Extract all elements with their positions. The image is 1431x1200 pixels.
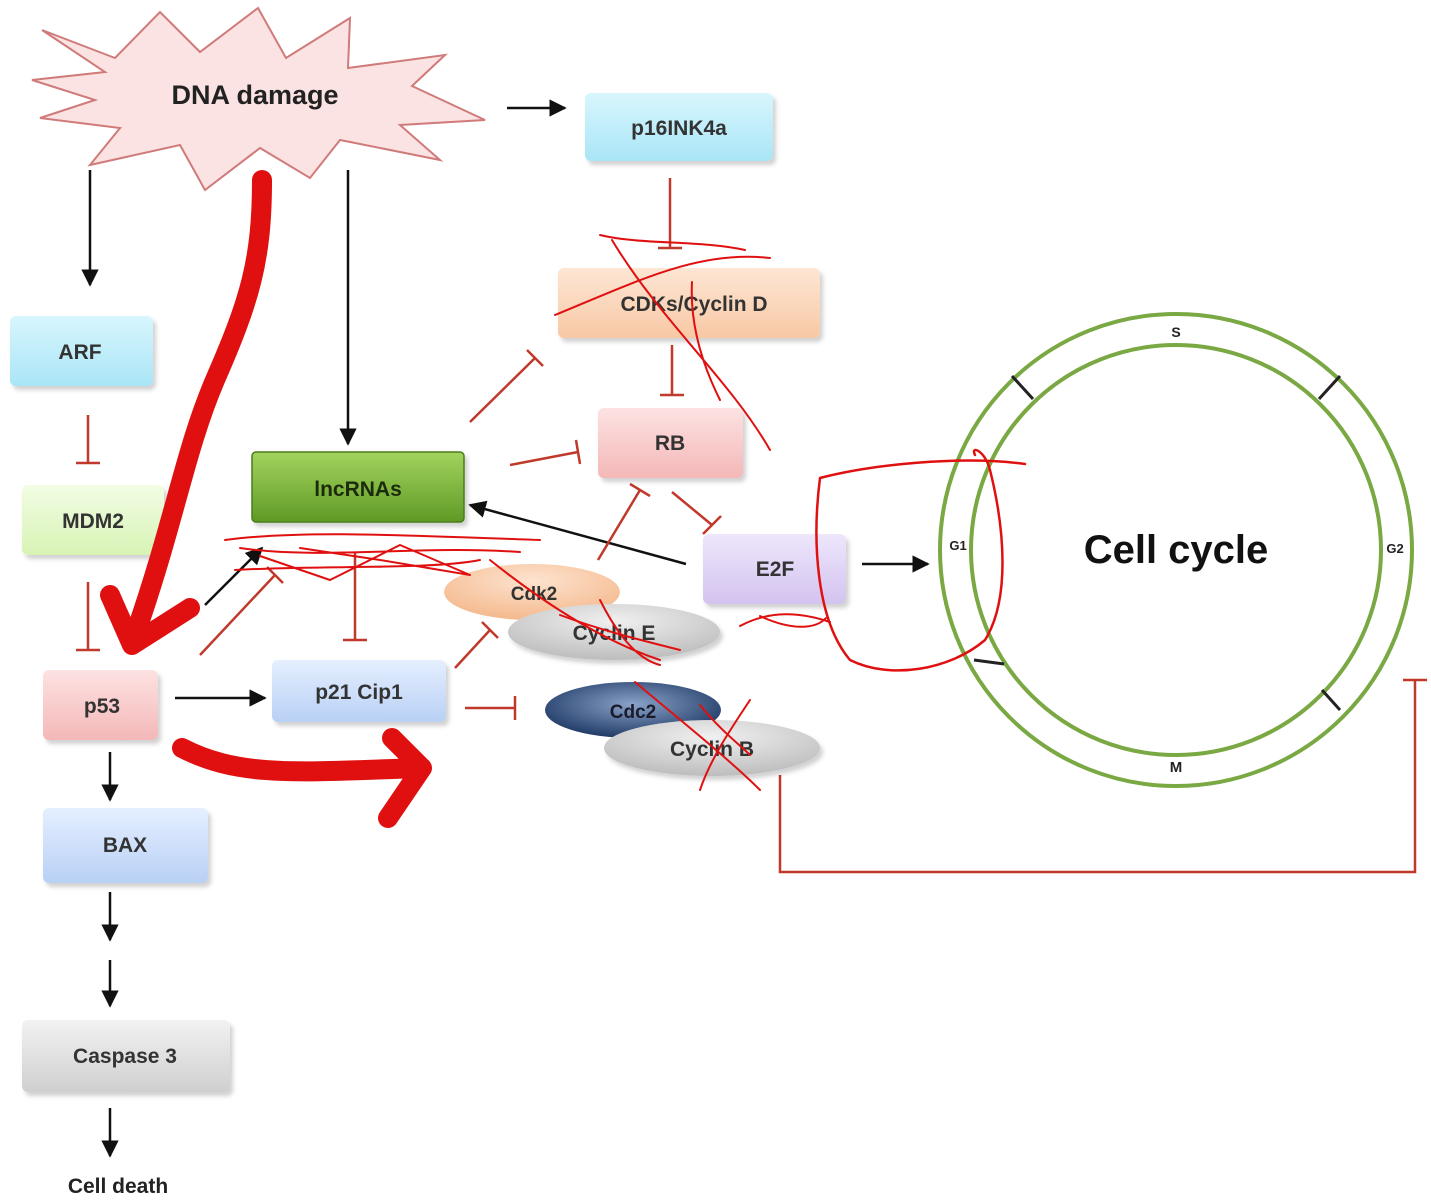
node-arf: ARF <box>10 316 153 386</box>
cyclin-b-label: Cyclin B <box>670 738 754 761</box>
inhibit-mdm2-p53 <box>76 582 100 652</box>
cell-cycle-inner-ring <box>969 343 1383 757</box>
node-p53: p53 <box>43 670 158 740</box>
ring-tick <box>973 658 1005 666</box>
inhibit-rb-e2f <box>671 491 722 535</box>
cell-cycle-title: Cell cycle <box>1084 528 1269 572</box>
inhibit-lncrnas-cdks <box>469 349 544 423</box>
inhibit-arf-mdm2 <box>76 415 100 465</box>
cell-cycle-outer-ring <box>938 312 1414 788</box>
cross-cdks-2 <box>554 255 771 316</box>
inhibition-lines <box>76 178 1427 874</box>
arf-label: ARF <box>58 341 101 364</box>
inhibit-cdk2-rb <box>596 482 651 561</box>
inhibit-p53-lncrnas <box>199 566 284 656</box>
phase-g2-label: G2 <box>1386 541 1403 556</box>
rb-label: RB <box>655 432 685 455</box>
dna-damage-burst: DNA damage <box>31 6 486 192</box>
thick-arrow-dna-to-p53 <box>125 170 272 645</box>
phase-m-label: M <box>1170 759 1183 776</box>
thick-arrowhead-p53 <box>100 585 200 655</box>
cdks-cyclin-d-label: CDKs/Cyclin D <box>620 293 767 316</box>
ring-tick <box>1010 374 1035 401</box>
node-e2f: E2F <box>703 534 846 604</box>
cross-cdks-4 <box>599 234 746 251</box>
scribble-under-e2f <box>739 613 831 628</box>
inhibit-p21-cdc2 <box>465 696 517 720</box>
inhibit-lncrnas-rb <box>509 439 582 467</box>
inhibit-lncrnas-p21 <box>343 552 367 642</box>
dna-damage-label: DNA damage <box>171 80 338 110</box>
cdc2-label: Cdc2 <box>610 702 656 723</box>
cross-cdc2-cyclin-b <box>634 681 761 791</box>
cdk2-label: Cdk2 <box>511 584 557 605</box>
ring-tick <box>1320 688 1342 712</box>
cross-cdks-1 <box>611 239 771 451</box>
inhibit-p21-cdk2 <box>454 621 499 669</box>
node-mdm2: MDM2 <box>22 485 164 555</box>
p21-label: p21 Cip1 <box>315 681 403 704</box>
node-lncrnas: lncRNAs <box>251 451 465 523</box>
node-cdc2-cyclin-b: Cdc2 Cyclin B <box>545 682 820 776</box>
node-bax: BAX <box>43 808 208 883</box>
phase-s-label: S <box>1171 324 1180 340</box>
node-p16: p16INK4a <box>585 93 773 161</box>
e2f-label: E2F <box>756 558 795 581</box>
thick-arrow-p53-to-right <box>172 738 430 782</box>
node-caspase3: Caspase 3 <box>22 1020 230 1092</box>
inhibit-p16-cdks <box>658 178 682 250</box>
phase-g1-label: G1 <box>949 538 966 553</box>
bax-label: BAX <box>103 834 147 857</box>
arrow-e2f-to-lncrnas <box>468 500 687 566</box>
cross-cdk2-cyclin-e <box>489 559 681 666</box>
node-cdks-cyclin-d: CDKs/Cyclin D <box>558 268 820 338</box>
mdm2-label: MDM2 <box>62 510 124 533</box>
cross-cdks-3 <box>690 281 721 401</box>
node-rb: RB <box>598 408 743 478</box>
node-cdk2-cyclin-e: Cdk2 Cyclin E <box>444 564 720 660</box>
inhibit-cyclinb-loop <box>778 678 1427 874</box>
thick-arrowhead-right <box>378 728 432 828</box>
lncrnas-label: lncRNAs <box>314 478 402 501</box>
arrow-p53-to-lncrnas <box>204 546 264 606</box>
inhibit-cdks-rb <box>660 345 684 397</box>
cell-death-label: Cell death <box>68 1175 168 1198</box>
scribble-under-lncrnas <box>224 533 541 581</box>
caspase3-label: Caspase 3 <box>73 1045 177 1068</box>
p16-label: p16INK4a <box>631 117 727 140</box>
cell-cycle: Cell cycle S G1 G2 M <box>938 312 1414 788</box>
node-p21: p21 Cip1 <box>272 660 446 722</box>
circle-around-g1 <box>815 448 1027 672</box>
activation-arrows <box>81 99 930 1158</box>
ring-tick <box>1317 374 1342 401</box>
p53-label: p53 <box>84 695 120 718</box>
handdrawn-annotations <box>100 170 1027 828</box>
